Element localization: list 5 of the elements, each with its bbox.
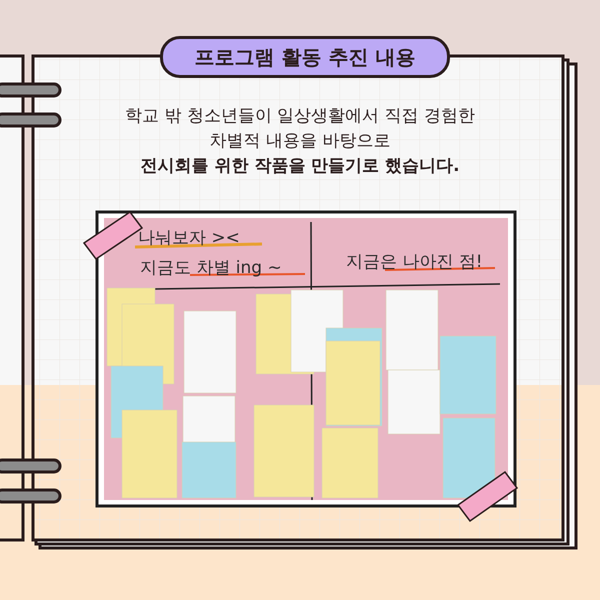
handwritten-text: 나눠보자 >< <box>138 227 240 249</box>
description-text: 학교 밖 청소년들이 일상생활에서 직접 경험한 차별적 내용을 바탕으로 전시회를 위한 작품을 만들기로 했습니다. <box>124 105 476 178</box>
title-banner: 프로그램 활동 추진 내용 <box>160 36 450 78</box>
handwritten-text: 지금도 차별 ing ~ <box>140 257 282 279</box>
handwritten-text: 지금은 나아진 점! <box>346 251 483 273</box>
